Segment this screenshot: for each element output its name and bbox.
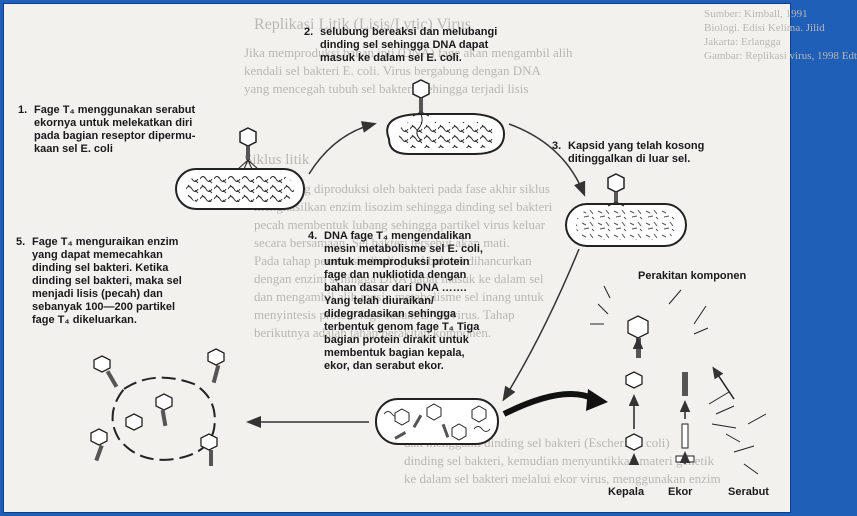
empty-capsid (607, 173, 625, 207)
ghost-line: Virus yang diproduksi oleh bakteri pada … (254, 181, 550, 196)
ghost-line: Jika memproduksi bahan inti (DNA) fage a… (244, 45, 573, 60)
ghost-line: Pada tahap penetrasi, dinding sel bakter… (254, 253, 532, 268)
arrow-1-to-2 (308, 121, 377, 175)
ghost-line: Siklus litik (244, 152, 310, 168)
fiber-label: Serabut (728, 486, 769, 498)
ghost-line: menyintesis protein fage sesuai DNA viru… (254, 307, 515, 322)
arrow-3-to-4 (502, 248, 580, 402)
step-4-text: 4.DNA fage T₄ mengendalikan mesin metabo… (308, 230, 483, 372)
figure-frame: Replikasi Litik (Lisis/Lytic) Virus Jika… (3, 3, 857, 513)
assembly-components (590, 285, 767, 475)
ghost-note: Jakarta: Erlangga (704, 36, 781, 48)
ghost-note: Sumber: Kimball, 1991 (704, 8, 808, 20)
ghost-line: kendali sel bakteri E. coli. Virus berga… (244, 63, 541, 78)
arrow-2-to-3 (508, 123, 586, 197)
step-3-text: 3.Kapsid yang telah kosong ditinggalkan … (552, 140, 705, 165)
ghost-line: secara bersamaan. Sel bakteri tersebut a… (254, 235, 510, 250)
phage-injecting (412, 79, 430, 141)
tail-label: Ekor (668, 486, 693, 498)
arrow-to-assembly (502, 391, 596, 417)
head-label: Kepala (608, 486, 645, 498)
ghost-heading: Replikasi Litik (Lisis/Lytic) Virus (254, 16, 471, 33)
arrow-to-assembly-head (586, 389, 608, 411)
lytic-cycle-diagram (90, 79, 767, 475)
ghost-line: berikutnya adalah tahap perakitan kompon… (254, 325, 492, 340)
ghost-line: dengan enzim sehingga DNA dapat masuk ke… (254, 271, 544, 286)
ghost-line: yang mencegah tubuh sel bakteri, sehingg… (244, 81, 529, 96)
cell-empty-capsid (565, 173, 687, 247)
lysis-scene (90, 348, 225, 466)
assembly-label: Perakitan komponen (638, 270, 747, 282)
ghost-line: dan mengambil alih mesin metabolisme sel… (254, 289, 544, 304)
phage-attaching (237, 127, 259, 170)
ghost-note: Gambar: Replikasi virus, 1998 Edt (704, 50, 857, 62)
step-1-text: 1.Fage T₄ menggunakan serabut ekornya un… (18, 104, 196, 155)
ghost-line: menghasilkan enzim lisozim sehingga dind… (254, 199, 553, 214)
cell-injection (386, 79, 506, 155)
step-5-text: 5.Fage T₄ menguraikan enzim yang dapat m… (16, 236, 182, 326)
ghost-line: pecah membentuk lubang sehingga partikel… (254, 217, 545, 232)
step-2-text: 2.selubung bereaksi dan melubangi dindin… (304, 26, 498, 64)
cell-attachment (175, 127, 305, 210)
ghost-line: ke dalam sel bakteri melalui ekor virus,… (404, 471, 721, 486)
ghost-note: Biologi. Edisi Kelima. Jilid (704, 22, 825, 34)
cell-synthesis (375, 398, 499, 445)
